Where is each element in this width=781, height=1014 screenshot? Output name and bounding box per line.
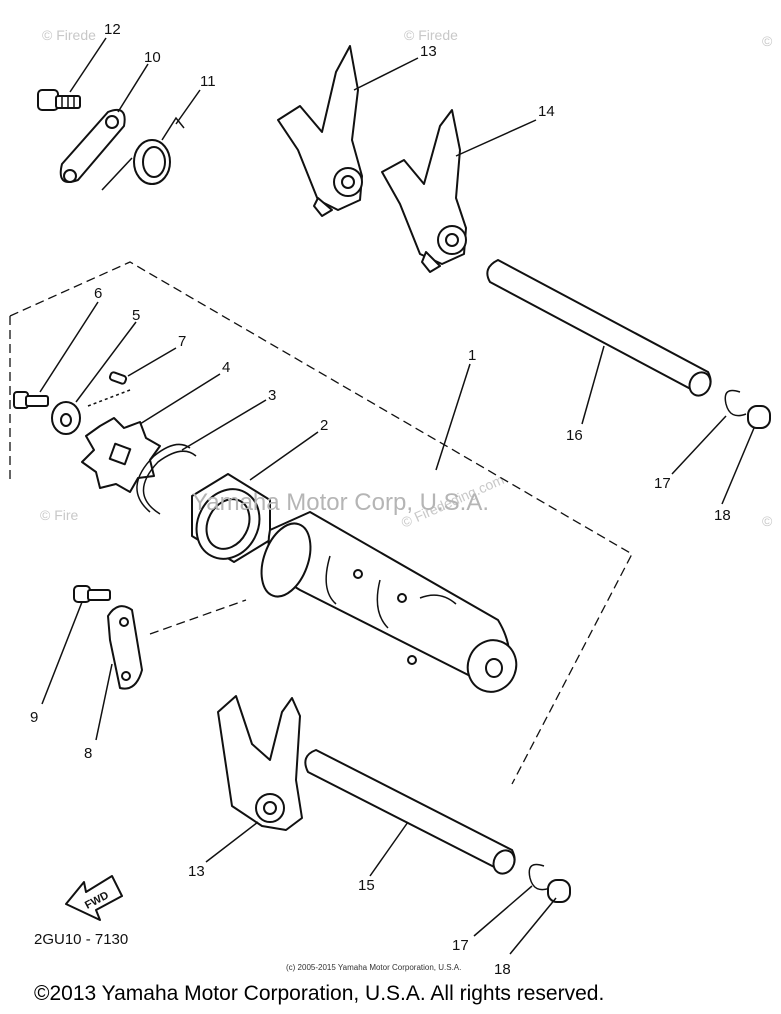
segment-part-4 [81, 417, 161, 493]
forward-arrow-icon: FWD [65, 875, 123, 921]
callout-18-bottom: 18 [494, 961, 511, 978]
callout-13-top: 13 [420, 43, 437, 60]
callout-9: 9 [30, 709, 38, 726]
callout-13-bottom: 13 [188, 863, 205, 880]
watermark-top-mid: © Firede [404, 27, 458, 43]
shift-fork-part-13-bottom [217, 695, 303, 831]
circlip-part-17-right [724, 389, 747, 417]
plate-part-8 [107, 605, 143, 690]
callout-4: 4 [222, 359, 230, 376]
callout-1: 1 [468, 347, 476, 364]
circlip-part-3-inner [136, 443, 191, 513]
shift-fork-part-13-top [277, 45, 363, 217]
callout-10: 10 [144, 49, 161, 66]
cap-part-18-right [747, 405, 771, 429]
callout-18-right: 18 [714, 507, 731, 524]
circlip-part-3 [142, 450, 197, 515]
plate-guide-line [149, 599, 247, 635]
circlip-part-17-bottom [528, 863, 551, 891]
callout-14: 14 [538, 103, 555, 120]
shift-fork-shaft-part-16 [486, 259, 712, 397]
callout-5: 5 [132, 307, 140, 324]
pin-part-7 [108, 371, 128, 385]
washer-part-5 [51, 401, 81, 435]
screw-part-9 [73, 585, 111, 603]
callout-12: 12 [104, 21, 121, 38]
small-copyright: (c) 2005-2015 Yamaha Motor Corporation, … [286, 963, 462, 972]
bolt-part-12 [37, 89, 81, 111]
shift-drum [260, 511, 518, 693]
spring-part-11 [101, 116, 185, 191]
diagram-code: 2GU10 - 7130 [34, 931, 128, 948]
callout-3: 3 [268, 387, 276, 404]
shift-fork-part-14 [381, 109, 467, 273]
watermark-center: Yamaha Motor Corp, U.S.A. [192, 489, 489, 516]
assembly-boundary [9, 261, 633, 785]
watermark-top-left: © Firedе [42, 27, 96, 43]
bearing-part-2 [191, 473, 271, 563]
watermark-top-right: © [762, 33, 773, 49]
watermark-mid-right: © [762, 513, 773, 529]
callout-11: 11 [200, 73, 216, 90]
footer-copyright: ©2013 Yamaha Motor Corporation, U.S.A. A… [34, 982, 605, 1005]
callout-6: 6 [94, 285, 102, 302]
shift-fork-shaft-part-15 [304, 749, 516, 875]
callout-2: 2 [320, 417, 328, 434]
callout-16: 16 [566, 427, 583, 444]
callout-17-bottom: 17 [452, 937, 469, 954]
callout-8: 8 [84, 745, 92, 762]
leader-lines [39, 37, 755, 955]
stopper-lever-part-10 [59, 108, 126, 183]
callout-17-right: 17 [654, 475, 671, 492]
pin-guide-line [87, 389, 131, 407]
callout-7: 7 [178, 333, 186, 350]
callout-15: 15 [358, 877, 375, 894]
screw-part-6 [13, 391, 49, 409]
watermark-mid-left: © Fire [40, 507, 79, 523]
cap-part-18-bottom [547, 879, 571, 903]
